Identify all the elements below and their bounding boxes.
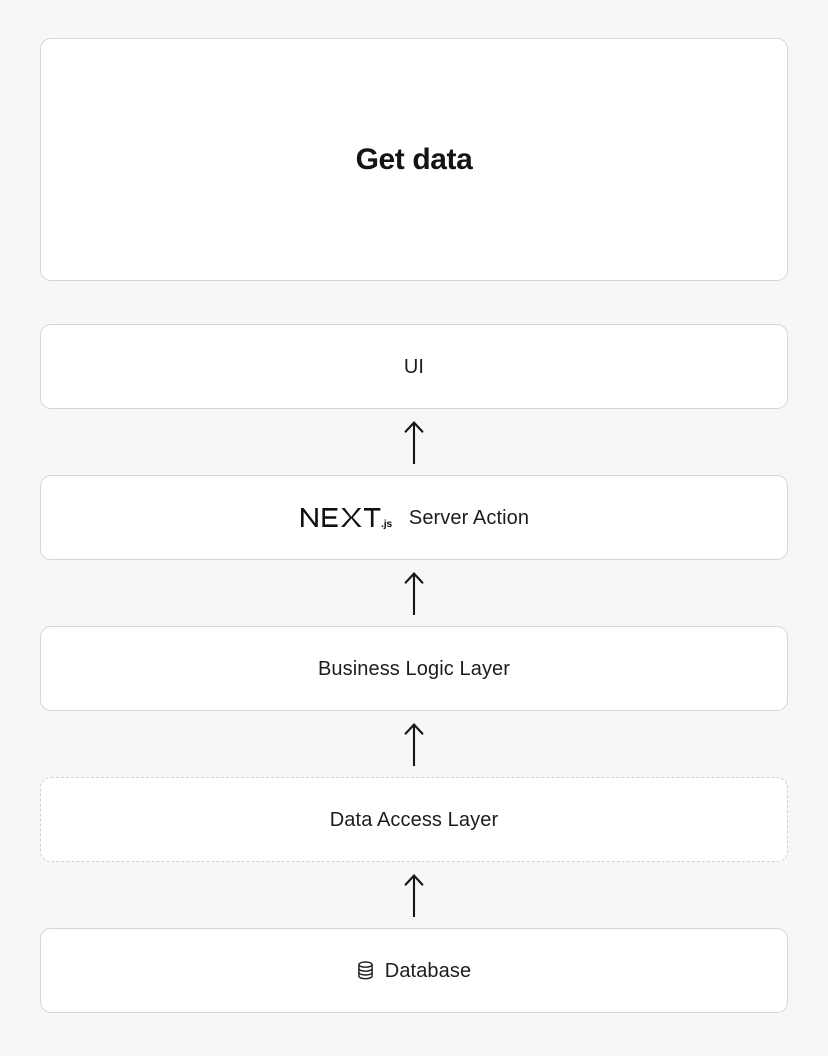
layer-label-business-logic: Business Logic Layer: [317, 657, 511, 680]
layer-box-database: Database: [40, 928, 788, 1013]
svg-text:.js: .js: [381, 518, 392, 530]
get-data-box: Get data: [40, 38, 788, 281]
layer-label-server-action: Server Action: [408, 506, 530, 529]
database-icon: [357, 961, 373, 980]
arrow-up-icon: [404, 723, 424, 766]
arrow-up-icon: [404, 874, 424, 917]
connector-database-to-data-access: [40, 862, 788, 928]
database-content: Database: [357, 959, 471, 983]
arrow-up-icon: [404, 572, 424, 615]
connector-data-access-to-business-logic: [40, 711, 788, 777]
nextjs-logo-icon: .js: [299, 505, 393, 531]
nextjs-wordmark-svg: .js: [300, 507, 393, 530]
layer-label-data-access: Data Access Layer: [329, 808, 499, 831]
layer-box-ui: UI: [40, 324, 788, 409]
arrow-up-icon: [404, 421, 424, 464]
layer-box-data-access: Data Access Layer: [40, 777, 788, 862]
layer-box-server-action: .js Server Action: [40, 475, 788, 560]
layer-box-business-logic: Business Logic Layer: [40, 626, 788, 711]
layer-label-database: Database: [384, 959, 472, 982]
connector-server-action-to-ui: [40, 409, 788, 475]
get-data-label: Get data: [355, 142, 473, 176]
server-action-content: .js Server Action: [299, 505, 529, 531]
layer-label-ui: UI: [403, 355, 425, 378]
connector-business-logic-to-server-action: [40, 560, 788, 626]
